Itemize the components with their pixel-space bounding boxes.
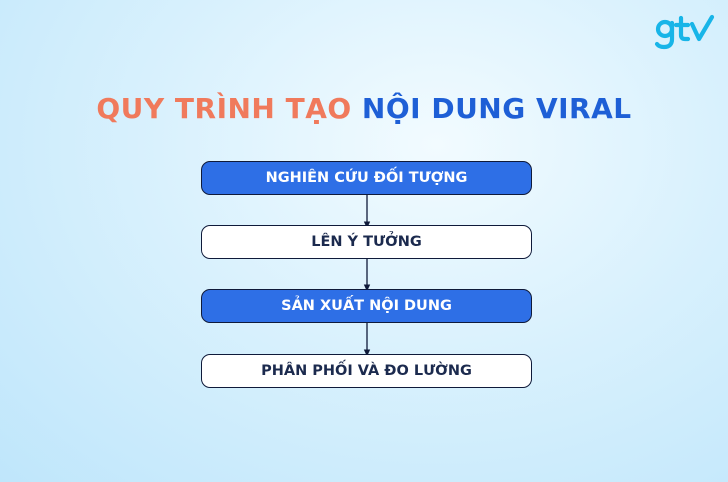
step-ideation: LÊN Ý TƯỞNG <box>201 225 532 259</box>
step-label: NGHIÊN CỨU ĐỐI TƯỢNG <box>265 170 468 186</box>
gtv-logo <box>654 14 715 50</box>
page-title: QUY TRÌNH TẠO NỘI DUNG VIRAL <box>0 92 728 125</box>
title-part-2: NỘI DUNG VIRAL <box>361 92 632 125</box>
step-distribution-measurement: PHÂN PHỐI VÀ ĐO LƯỜNG <box>201 354 532 388</box>
step-content-production: SẢN XUẤT NỘI DUNG <box>201 289 532 323</box>
step-research-audience: NGHIÊN CỨU ĐỐI TƯỢNG <box>201 161 532 195</box>
step-label: SẢN XUẤT NỘI DUNG <box>281 298 452 314</box>
step-label: LÊN Ý TƯỞNG <box>311 234 422 250</box>
step-label: PHÂN PHỐI VÀ ĐO LƯỜNG <box>261 363 472 379</box>
title-part-1: QUY TRÌNH TẠO <box>96 92 352 125</box>
